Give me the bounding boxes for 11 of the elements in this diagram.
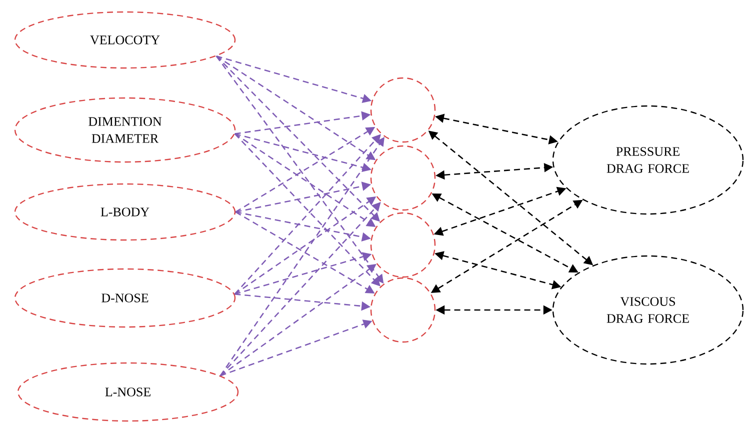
ellipse-node: D-NOSE — [14, 268, 236, 328]
circle-node — [370, 277, 436, 343]
ellipse-node: PRESSURE DRAG FORCE — [552, 105, 744, 215]
ellipse-node: VELOCOTY — [14, 11, 236, 69]
ellipse-node: L-BODY — [14, 183, 236, 241]
circle-node — [370, 77, 436, 143]
ellipse-node: DIMENTION DIAMETER — [14, 97, 236, 163]
circle-node — [370, 212, 436, 278]
ellipse-node: L-NOSE — [17, 362, 239, 422]
ellipse-node: VISCOUS DRAG FORCE — [552, 255, 744, 365]
circle-node — [370, 145, 436, 211]
